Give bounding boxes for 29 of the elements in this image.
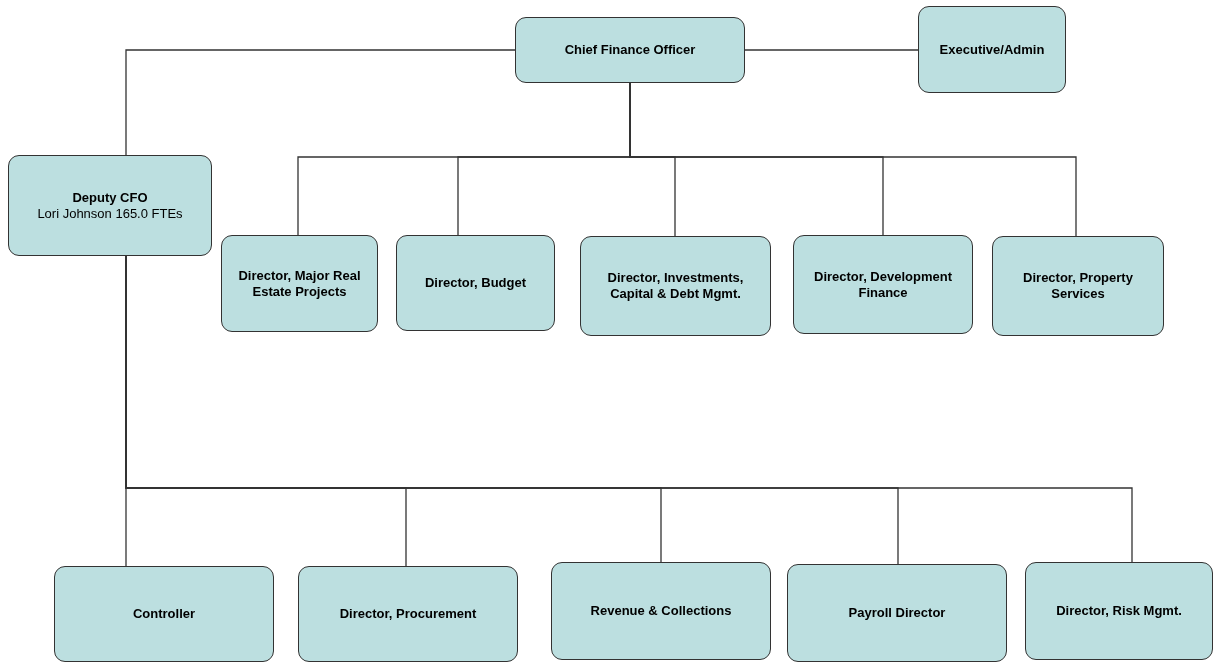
role-title: Controller <box>132 606 196 622</box>
role-box <box>515 17 745 83</box>
role-box <box>918 6 1066 93</box>
role-title: Director, Budget <box>424 275 527 291</box>
role-box <box>54 566 274 662</box>
role-box <box>396 235 555 331</box>
role-box <box>992 236 1164 336</box>
role-title: Director, Major Real Estate Projects <box>237 267 362 300</box>
role-box <box>551 562 771 660</box>
role-title: Payroll Director <box>848 605 946 621</box>
role-title: Revenue & Collections <box>590 603 732 619</box>
role-title: Deputy CFO <box>72 189 148 206</box>
role-box <box>8 155 212 256</box>
role-title: Director, Risk Mgmt. <box>1056 603 1182 619</box>
connector-line <box>744 49 919 51</box>
role-title: Director, Property Services <box>1022 270 1134 302</box>
role-title: Chief Finance Officer <box>564 42 696 58</box>
role-box <box>787 564 1007 662</box>
role-box <box>793 235 973 334</box>
role-title: Director, Investments, Capital & Debt Mgmt. <box>606 270 745 302</box>
role-title: Executive/Admin <box>939 41 1045 58</box>
connector-line <box>125 49 516 156</box>
role-box <box>298 566 518 662</box>
role-title: Director, Development Finance <box>813 268 953 301</box>
role-box <box>1025 562 1213 660</box>
role-details: Lori Johnson 165.0 FTEs <box>37 205 183 222</box>
role-box <box>580 236 771 336</box>
role-title: Director, Procurement <box>339 606 477 622</box>
role-box <box>221 235 378 332</box>
